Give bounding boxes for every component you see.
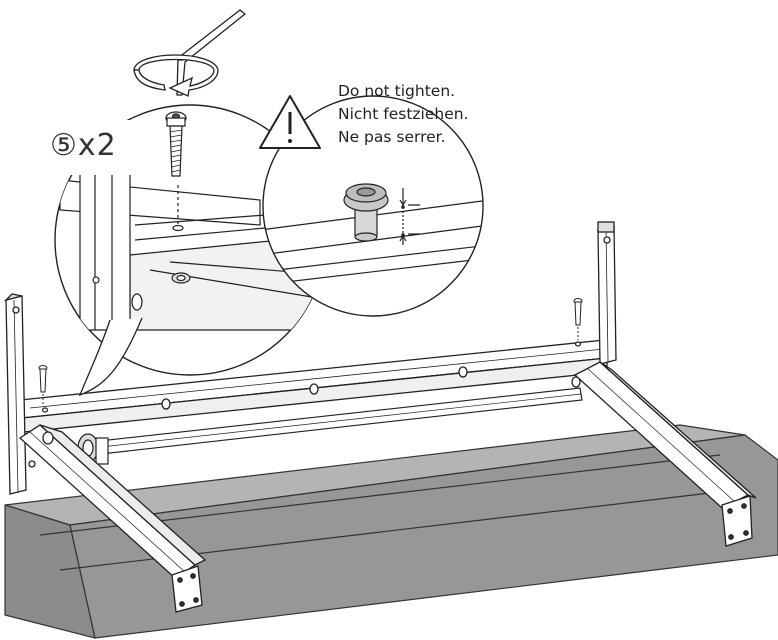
warning-line-en: Do not tighten. (338, 82, 456, 100)
leg-end-cap (171, 565, 203, 613)
right-leg (571, 361, 757, 547)
detail-circle-do-not-tighten (262, 95, 484, 317)
bolt-part-5 (165, 111, 187, 177)
warning-line-de: Nicht festziehen. (338, 105, 469, 123)
right-upright (597, 221, 617, 365)
rail-hole (41, 341, 582, 413)
bolt-head-detail (343, 183, 389, 242)
left-upright (3, 293, 27, 495)
back-rail (19, 339, 608, 433)
leg-cap-bolts (177, 573, 199, 607)
callout-pointer (78, 317, 143, 397)
warning-text: Do not tighten. Nicht festziehen. Ne pas… (338, 80, 469, 149)
warning-triangle-icon (259, 95, 321, 149)
left-leg (18, 424, 207, 613)
board-side-face (69, 434, 778, 639)
tabletop-board (4, 424, 778, 639)
rotation-arrow-icon (133, 54, 219, 97)
warning-line-fr: Ne pas serrer. (338, 128, 446, 146)
small-screw (38, 365, 48, 404)
small-screw (573, 298, 583, 340)
leg-end-cap (721, 495, 753, 547)
leg-cap-bolts (727, 503, 749, 540)
part-quantity-label: ⑤x2 (50, 128, 117, 163)
